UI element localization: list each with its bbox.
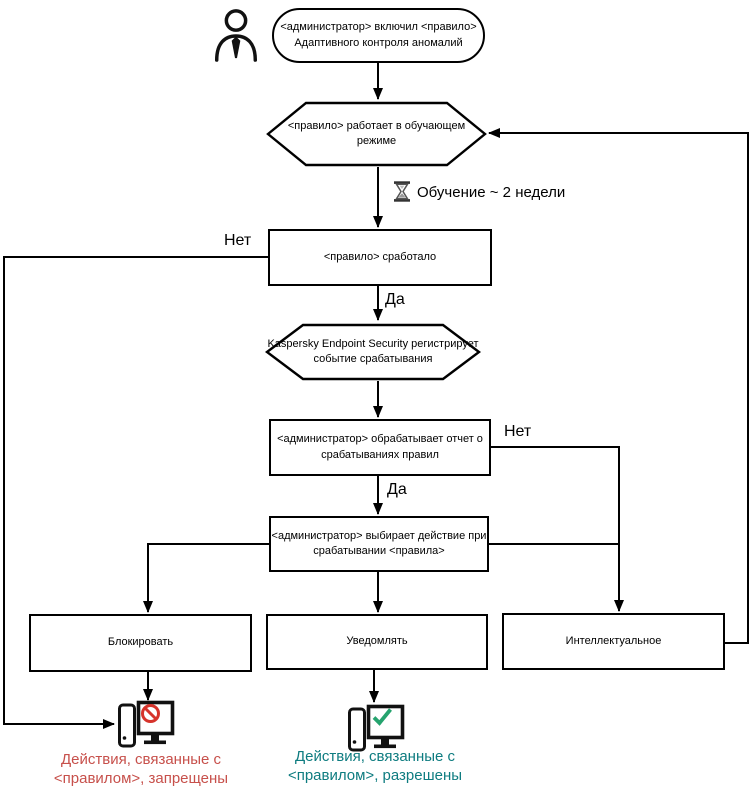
node-choose-action-line1: <администратор> выбирает действие при [271, 529, 487, 542]
node-report: <администратор> обрабатывает отчет о сра… [269, 419, 491, 476]
node-choose-action-line2: срабатывании <правила> [313, 545, 445, 557]
label-no-triggered: Нет [224, 232, 252, 249]
hexagon-shape [265, 323, 481, 381]
outcome-allowed-line1: Действия, связанные с [294, 748, 456, 765]
hexagon-shape [266, 101, 487, 167]
node-report-line1: <администратор> обрабатывает отчет о [277, 433, 483, 446]
node-learning-line1: <правило> работает в обучающем [287, 119, 466, 132]
hourglass-icon [394, 181, 410, 202]
person-icon [214, 9, 258, 62]
node-triggered-line1: <правило> сработало [323, 250, 437, 263]
node-learning: <правило> работает в обучающем режиме [266, 100, 487, 168]
computer-allowed-icon [348, 704, 405, 752]
outcome-blocked-line2: <правилом>, запрещены [53, 770, 229, 787]
node-triggered: <правило> сработало [268, 229, 492, 286]
node-registers-line1: Kaspersky Endpoint Security регистрирует [267, 337, 479, 350]
edge-no-to-smart [491, 446, 624, 612]
label-yes-report: Да [387, 481, 407, 498]
node-choose-action: <администратор> выбирает действие при ср… [269, 516, 489, 572]
label-yes-triggered: Да [385, 291, 405, 308]
outcome-allowed-text: Действия, связанные с <правилом>, разреш… [260, 747, 490, 785]
outcome-blocked-text: Действия, связанные с <правилом>, запрещ… [26, 750, 256, 788]
outcome-blocked-line1: Действия, связанные с [60, 751, 222, 768]
node-smart-line1: Интеллектуальное [565, 634, 662, 647]
node-block: Блокировать [29, 614, 252, 672]
prohibition-icon [141, 704, 160, 723]
edge-choose-to-block [143, 543, 269, 613]
node-report-line2: срабатываниях правил [321, 448, 439, 461]
node-smart: Интеллектуальное [502, 613, 725, 670]
training-duration-label: Обучение ~ 2 недели [417, 184, 566, 201]
node-start-line1: <администратор> включил <правило> [280, 21, 477, 34]
computer-blocked-icon [118, 700, 175, 748]
node-registers: Kaspersky Endpoint Security регистрирует… [265, 322, 481, 382]
label-no-report: Нет [504, 423, 532, 440]
node-learning-line2: режиме [356, 135, 397, 147]
edge-no-to-blocked-pc [3, 256, 268, 729]
node-start-line2: Адаптивного контроля аномалий [294, 36, 463, 49]
edge-smart-feedback-to-learning [488, 128, 749, 644]
checkmark-icon [372, 708, 392, 726]
node-registers-line2: событие срабатывания [313, 353, 433, 365]
node-start: <администратор> включил <правило> Адапти… [272, 8, 485, 63]
outcome-allowed-line2: <правилом>, разрешены [287, 767, 463, 784]
node-block-line1: Блокировать [107, 636, 174, 649]
node-notify: Уведомлять [266, 614, 488, 670]
node-notify-line1: Уведомлять [346, 635, 408, 648]
